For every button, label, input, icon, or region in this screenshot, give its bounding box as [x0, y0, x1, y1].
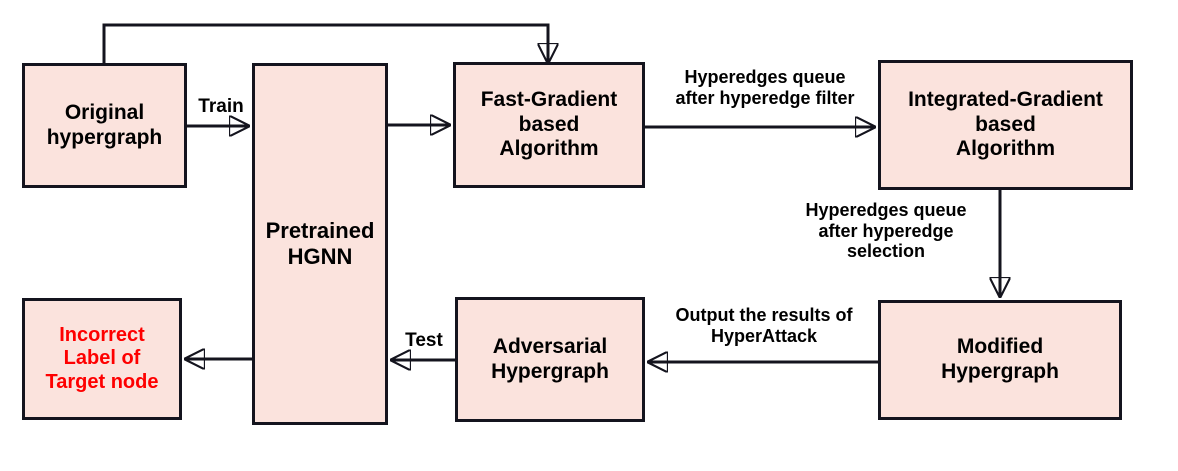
- node-original-hypergraph[interactable]: Original hypergraph: [22, 63, 187, 188]
- connector-feedback-loop: [102, 23, 548, 63]
- node-adversarial-hypergraph[interactable]: Adversarial Hypergraph: [455, 297, 645, 422]
- edge-label-output-results: Output the results of HyperAttack: [675, 305, 853, 346]
- node-fast-gradient-algorithm[interactable]: Fast-Gradient based Algorithm: [453, 62, 645, 188]
- node-integrated-gradient-algorithm[interactable]: Integrated-Gradient based Algorithm: [878, 60, 1133, 190]
- edge-label-train: Train: [198, 96, 244, 117]
- node-incorrect-label-target-node[interactable]: Incorrect Label of Target node: [22, 298, 182, 420]
- edge-label-hyperedge-filter: Hyperedges queue after hyperedge filter: [675, 67, 855, 108]
- edge-label-hyperedge-selection: Hyperedges queue after hyperedge selecti…: [805, 200, 967, 262]
- node-pretrained-hgnn[interactable]: Pretrained HGNN: [252, 63, 388, 425]
- edge-label-test: Test: [405, 330, 443, 351]
- node-modified-hypergraph[interactable]: Modified Hypergraph: [878, 300, 1122, 420]
